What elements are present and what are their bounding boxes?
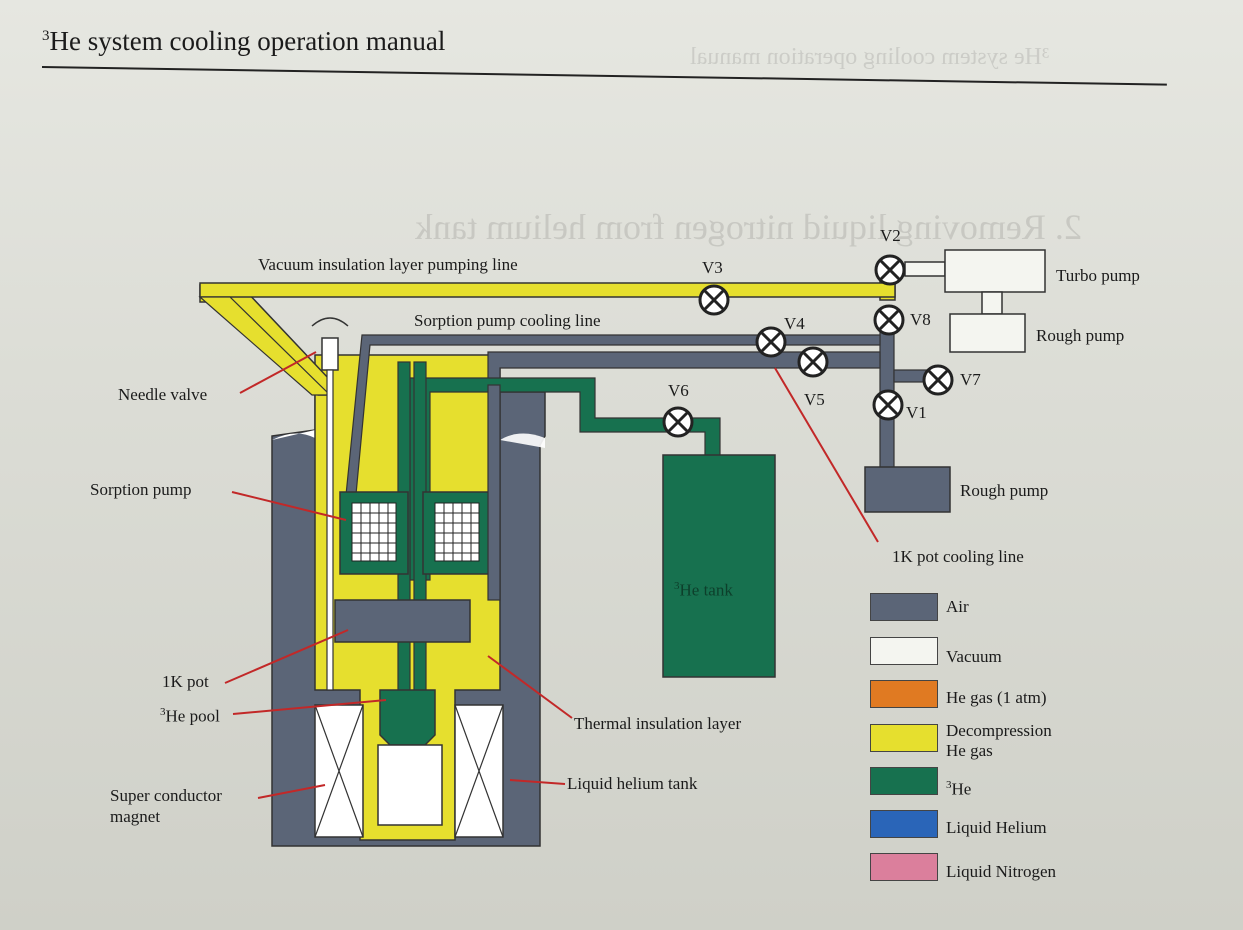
he3-line — [409, 377, 721, 581]
vacuum-line-top — [199, 282, 896, 298]
valve-v3-icon — [698, 284, 730, 316]
valve-v4-icon — [755, 326, 787, 358]
valve-v4-label: V4 — [784, 314, 805, 333]
magnet-coil-left — [314, 704, 364, 838]
sorption-mesh-left — [351, 502, 397, 562]
legend-label-liquid-nitrogen: Liquid Nitrogen — [946, 862, 1057, 881]
needle-valve-label: Needle valve — [118, 385, 208, 404]
lhe-tank-label: Liquid helium tank — [567, 774, 698, 793]
valve-v1-icon — [872, 389, 904, 421]
rough-pump-top-box — [949, 313, 1026, 353]
he3-pool-label: 3He pool — [160, 706, 220, 726]
turbo-link — [904, 261, 946, 277]
he3-pool — [379, 689, 436, 746]
rough-pump-bottom-box — [864, 466, 951, 513]
he3-tank — [662, 454, 776, 678]
legend-label-liquid-helium: Liquid Helium — [946, 818, 1047, 837]
valve-v7-label: V7 — [960, 370, 981, 389]
valve-v2-icon — [874, 254, 906, 286]
needle-valve-stem — [326, 369, 334, 691]
magnet-label-line2: magnet — [110, 807, 161, 826]
sample-space — [377, 744, 443, 826]
valve-v3-label: V3 — [702, 258, 723, 277]
sorption-pump-arrow — [231, 491, 347, 521]
needle-valve-arrow — [239, 351, 317, 394]
onek-pot — [334, 599, 471, 643]
valve-v8-label: V8 — [910, 310, 931, 329]
onek-pot-pipe — [487, 384, 501, 601]
onek-line-arrow — [774, 367, 879, 543]
annotation-arrows — [224, 351, 879, 799]
sorption-mesh-right — [434, 502, 480, 562]
legend-swatch-liquid-helium — [870, 810, 938, 838]
rough-pump-top-label: Rough pump — [1036, 326, 1125, 345]
legend-label-air: Air — [946, 597, 969, 616]
sorption-pump-label: Sorption pump — [90, 480, 192, 499]
legend-swatch-liquid-nitrogen — [870, 853, 938, 881]
lhe-surface — [272, 430, 315, 440]
onek-pot-label: 1K pot — [162, 672, 209, 691]
legend-swatch-he3 — [870, 767, 938, 795]
legend-label-he-gas: He gas (1 atm) — [946, 688, 1047, 707]
turbo-pump-box — [944, 249, 1046, 293]
valve-v8-icon — [873, 304, 905, 336]
magnet-arrow — [257, 784, 326, 799]
valve-v2-label: V2 — [880, 226, 901, 245]
turbo-rough-link — [981, 291, 1003, 315]
valve-v5-icon — [797, 346, 829, 378]
magnet-label-line1: Super conductor — [110, 786, 222, 805]
magnet-coil-right — [454, 704, 504, 838]
vacuum-line-label: Vacuum insulation layer pumping line — [258, 255, 518, 274]
legend-label-vacuum: Vacuum — [946, 647, 1002, 666]
onek-pot-arrow — [224, 629, 349, 684]
valve-v6-icon — [662, 406, 694, 438]
lhe-tank-arrow — [509, 779, 566, 785]
needle-knob-arrows — [311, 317, 349, 327]
rough-pump-bottom-label: Rough pump — [960, 481, 1049, 500]
page-title: 3He system cooling operation manual — [42, 26, 446, 56]
valve-v1-label: V1 — [906, 403, 927, 422]
legend-label-decompression: Decompression — [946, 721, 1052, 740]
valve-v7-icon — [922, 364, 954, 396]
valve-v6-label: V6 — [668, 381, 689, 400]
legend-swatch-vacuum — [870, 637, 938, 665]
legend-label-decompression-2: He gas — [946, 741, 993, 760]
legend-swatch-he-gas — [870, 680, 938, 708]
turbo-pump-label: Turbo pump — [1056, 266, 1140, 285]
legend-swatch-air — [870, 593, 938, 621]
sorption-line-label: Sorption pump cooling line — [414, 311, 601, 330]
he3-pool-arrow — [232, 699, 387, 715]
thermal-layer-label: Thermal insulation layer — [574, 714, 742, 733]
lhe-surface-right — [500, 433, 545, 448]
he3-tank-label: 3He tank — [674, 580, 733, 600]
legend-label-he3: 3He — [946, 779, 972, 799]
thermal-layer-arrow — [487, 655, 573, 719]
legend-swatch-decompression — [870, 724, 938, 752]
valve-v5-label: V5 — [804, 390, 825, 409]
onek-cooling-line-label: 1K pot cooling line — [892, 547, 1024, 566]
needle-valve-body — [321, 337, 339, 371]
